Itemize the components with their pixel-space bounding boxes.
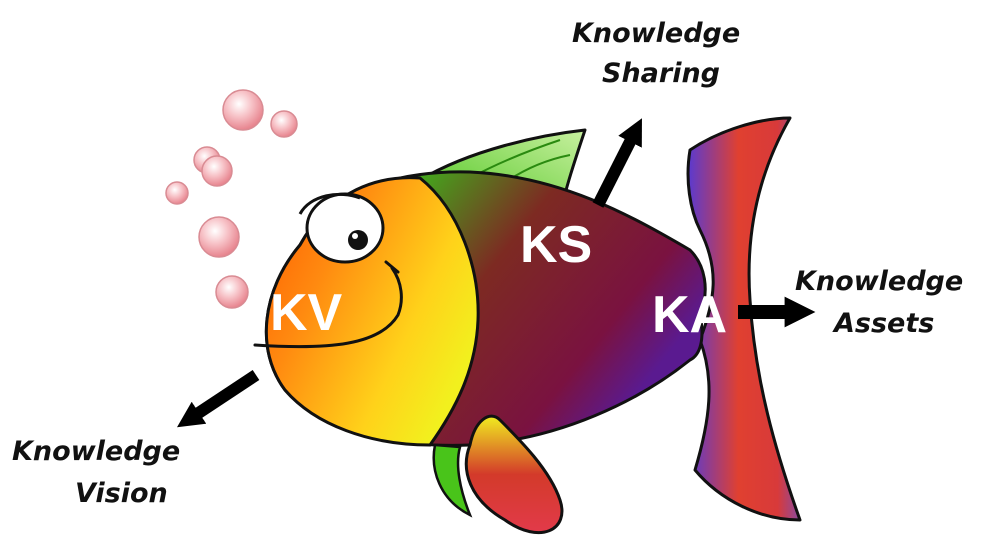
bubble	[270, 110, 298, 138]
arrow-to-sharing	[592, 118, 642, 208]
pectoral-fin	[464, 414, 564, 535]
fish-mouth	[253, 266, 403, 349]
pelvic-fin	[432, 443, 473, 518]
arrow-to-vision	[176, 369, 260, 428]
bubble	[165, 181, 189, 205]
kv-label: KV	[270, 284, 343, 342]
label-vision: Knowledge Vision	[12, 436, 180, 509]
label-vision-line2: Vision	[75, 478, 168, 509]
label-vision-line1: Knowledge	[12, 436, 180, 467]
ka-label: KA	[652, 286, 727, 344]
bubble	[215, 275, 249, 309]
bubble	[201, 155, 233, 187]
fish-eye	[298, 192, 385, 264]
label-sharing-line1: Knowledge	[572, 18, 740, 49]
bubbles	[165, 89, 298, 309]
bubble	[222, 89, 264, 131]
label-assets: Knowledge Assets	[795, 266, 963, 339]
label-sharing: Knowledge Sharing	[572, 18, 740, 89]
label-assets-line2: Assets	[832, 308, 934, 339]
arrows	[176, 118, 816, 428]
bubble	[198, 216, 240, 258]
label-sharing-line2: Sharing	[602, 58, 720, 89]
ks-label: KS	[520, 216, 592, 274]
label-assets-line1: Knowledge	[795, 266, 963, 297]
